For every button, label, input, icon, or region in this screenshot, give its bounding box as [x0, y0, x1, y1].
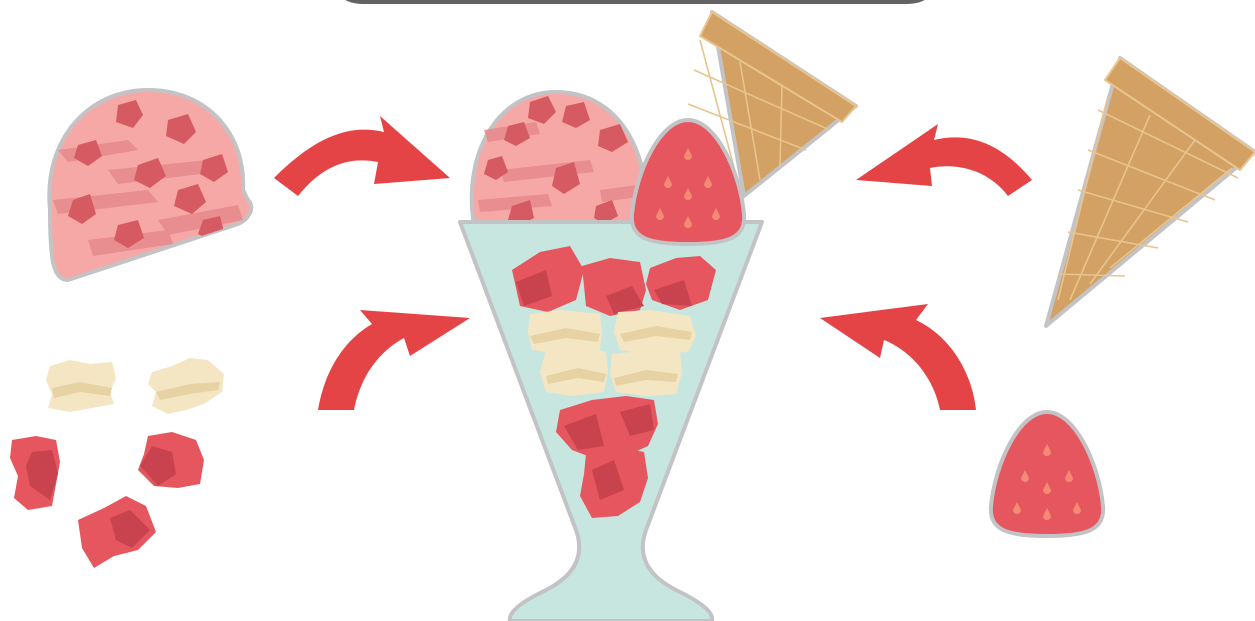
arrow-fruit-to-parfait — [318, 310, 470, 410]
strawberry-piece — [78, 496, 156, 568]
arrow-scoop-to-parfait — [274, 116, 450, 196]
parfait-strawberry — [629, 118, 747, 246]
banana-piece — [46, 360, 116, 412]
arrow-cone-to-parfait — [856, 124, 1032, 196]
parfait-strawberry-layer — [512, 246, 716, 316]
ice-cream-scoop-icon — [47, 88, 254, 282]
waffle-cone-icon — [1044, 56, 1255, 328]
fruit-pieces-icon — [10, 358, 224, 568]
parfait-banana-layer — [528, 310, 696, 396]
strawberry-piece — [138, 432, 204, 488]
arrow-strawberry-to-parfait — [820, 304, 976, 410]
strawberry-icon — [988, 410, 1106, 538]
strawberry-piece — [10, 436, 60, 510]
banana-piece — [148, 358, 224, 414]
parfait-waffle-cone — [687, 10, 858, 198]
parfait-glass-icon — [458, 10, 858, 621]
top-bar — [345, 0, 925, 4]
parfait-ice-cream-scoop — [469, 90, 651, 228]
parfait-lower-strawberry-layer — [556, 396, 658, 518]
